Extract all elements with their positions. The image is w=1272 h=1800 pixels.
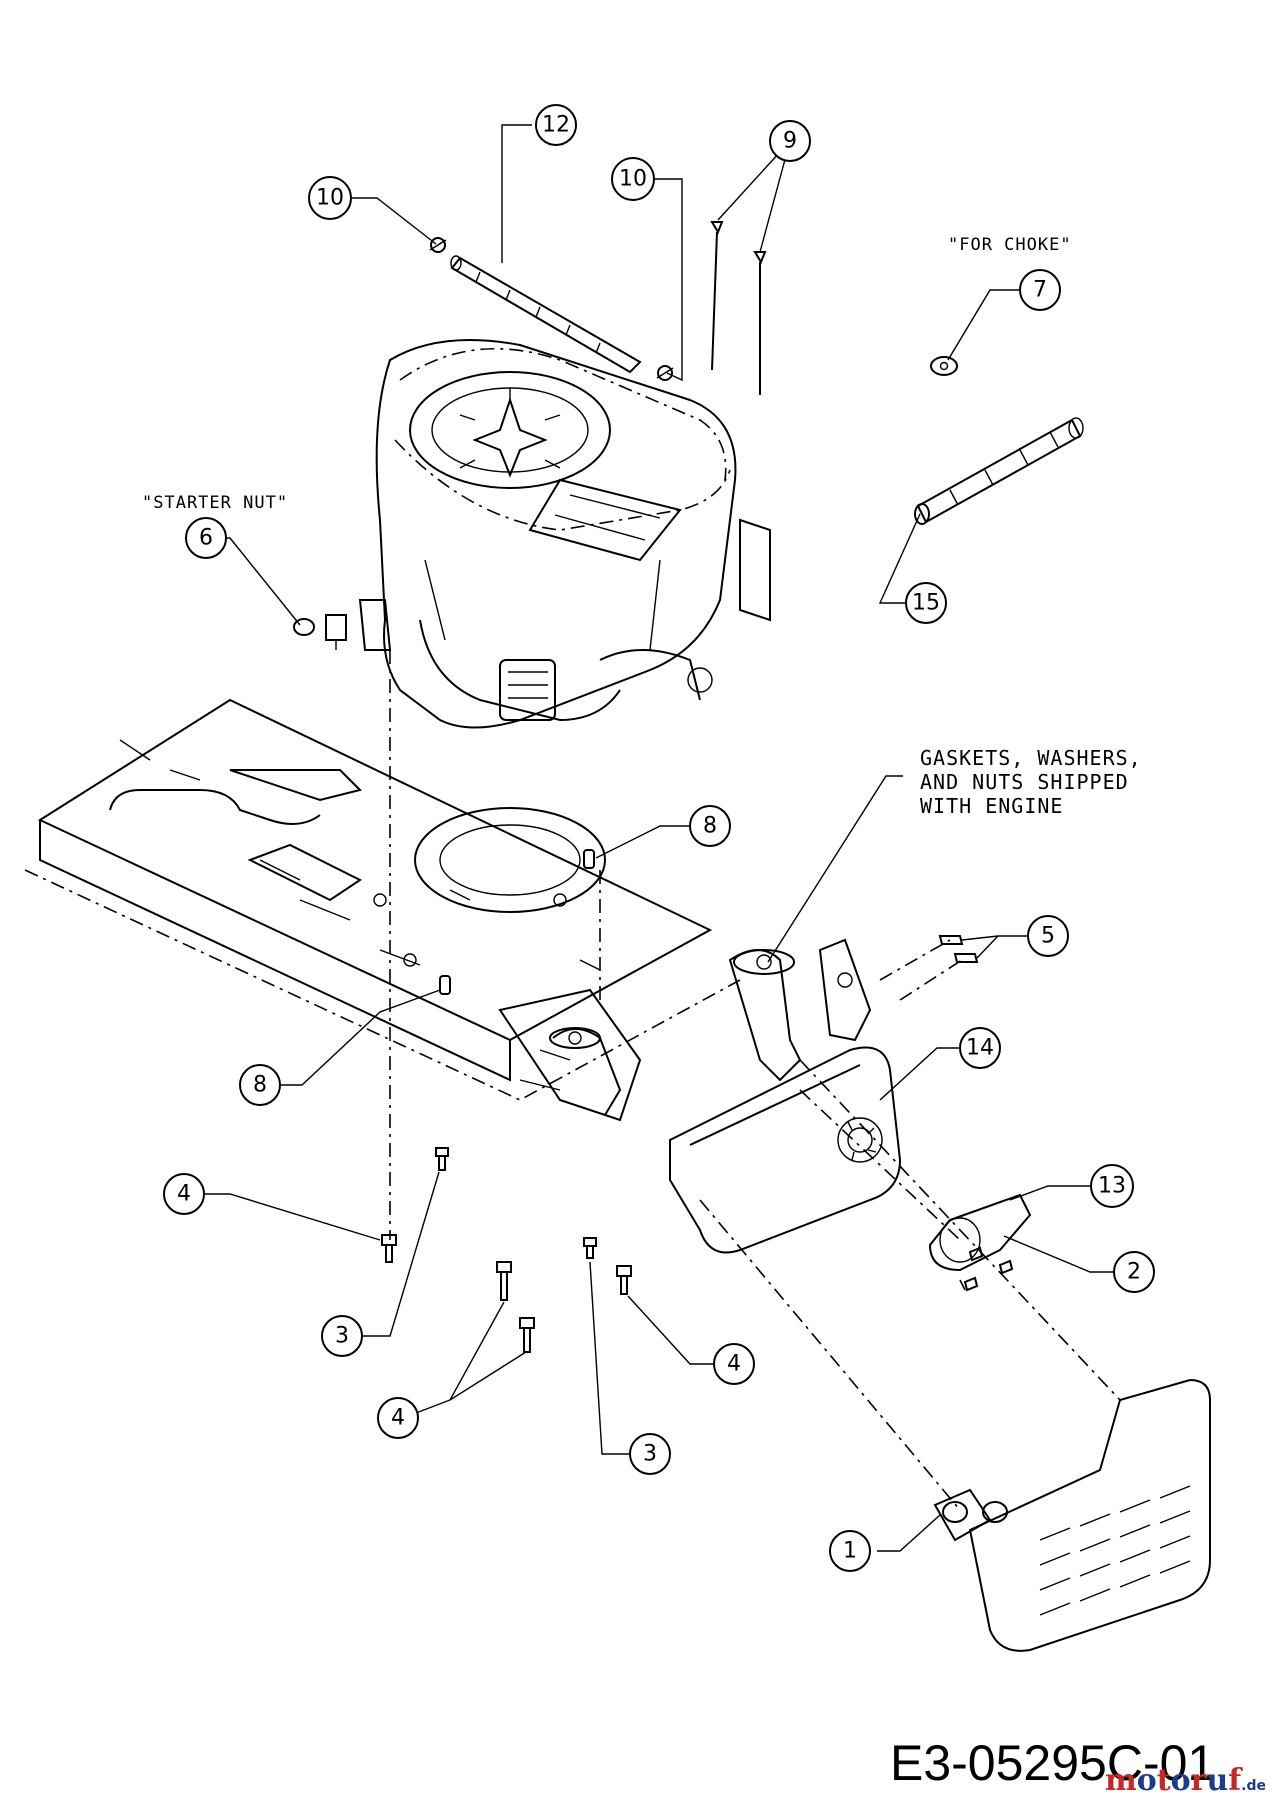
note-for-choke: "FOR CHOKE" (948, 235, 1072, 255)
drawing-number: E3-05295C-01 (890, 1735, 1215, 1791)
callout-3-lower: 3 (629, 1433, 671, 1475)
svg-text:10: 10 (316, 186, 344, 211)
tube-12 (450, 255, 642, 374)
note-gaskets-line3: WITH ENGINE (920, 794, 1063, 818)
svg-text:9: 9 (783, 129, 797, 154)
callout-6: 6 (185, 517, 227, 559)
assembly-centerlines (389, 650, 1121, 1511)
bolt-4-right (616, 1265, 632, 1295)
muffler-14 (669, 1046, 902, 1254)
screws-2 (963, 1246, 1014, 1292)
callout-8-upper: 8 (689, 805, 731, 847)
pin-8-upper (583, 849, 595, 869)
note-gaskets-line1: GASKETS, WASHERS, (920, 746, 1142, 770)
pin-8-lower (439, 975, 451, 995)
svg-text:15: 15 (912, 591, 940, 616)
starter-nut-6 (293, 614, 347, 650)
svg-text:3: 3 (643, 1442, 657, 1467)
svg-text:4: 4 (177, 1182, 191, 1207)
clamp-10-left (429, 237, 447, 253)
callout-2: 2 (1113, 1251, 1155, 1293)
exhaust-pipe (549, 938, 872, 1116)
callout-13: 13 (1090, 1164, 1134, 1208)
svg-text:5: 5 (1041, 924, 1055, 949)
callout-5: 5 (1027, 915, 1069, 957)
callout-14: 14 (959, 1027, 1001, 1069)
bolts-5 (938, 935, 979, 963)
callout-12: 12 (535, 104, 577, 146)
cable-ties-9 (710, 221, 767, 395)
svg-text:3: 3 (335, 1324, 349, 1349)
engine (358, 339, 771, 729)
frame-plate (24, 698, 741, 1122)
callout-4-left: 4 (163, 1173, 205, 1215)
callout-9: 9 (769, 120, 811, 162)
callout-15: 15 (905, 582, 947, 624)
bolt-3-upper (435, 1147, 449, 1171)
clamp-10-right (656, 365, 674, 381)
callout-3-upper: 3 (321, 1315, 363, 1357)
bolt-4-pair (496, 1261, 535, 1353)
bolt-3-lower (583, 1237, 597, 1259)
watermark-logo: motoruf.de (1105, 1763, 1266, 1798)
svg-text:7: 7 (1033, 278, 1047, 303)
svg-text:10: 10 (619, 167, 647, 192)
svg-text:4: 4 (391, 1406, 405, 1431)
svg-text:6: 6 (199, 526, 213, 551)
svg-text:14: 14 (966, 1036, 994, 1061)
note-gaskets-line2: AND NUTS SHIPPED (920, 770, 1129, 794)
callout-4-pair: 4 (377, 1397, 419, 1439)
callout-10-left: 10 (308, 176, 352, 220)
svg-text:13: 13 (1098, 1174, 1126, 1199)
callout-4-right: 4 (713, 1343, 755, 1385)
callout-1: 1 (829, 1530, 871, 1572)
callout-8-lower: 8 (239, 1064, 281, 1106)
callout-7: 7 (1019, 269, 1061, 311)
svg-text:1: 1 (843, 1539, 857, 1564)
svg-text:4: 4 (727, 1352, 741, 1377)
tube-15 (914, 417, 1084, 525)
svg-text:8: 8 (253, 1073, 267, 1098)
heat-shield-1 (933, 1378, 1211, 1652)
deflector-13 (928, 1193, 1032, 1272)
note-starter-nut: "STARTER NUT" (142, 493, 288, 513)
svg-text:8: 8 (703, 814, 717, 839)
bolt-4-left (381, 1234, 397, 1263)
svg-text:2: 2 (1127, 1260, 1141, 1285)
svg-text:motoruf.de: motoruf.de (1105, 1763, 1266, 1798)
svg-text:12: 12 (542, 113, 570, 138)
callout-10-right: 10 (611, 157, 655, 201)
nut-7 (930, 356, 958, 376)
